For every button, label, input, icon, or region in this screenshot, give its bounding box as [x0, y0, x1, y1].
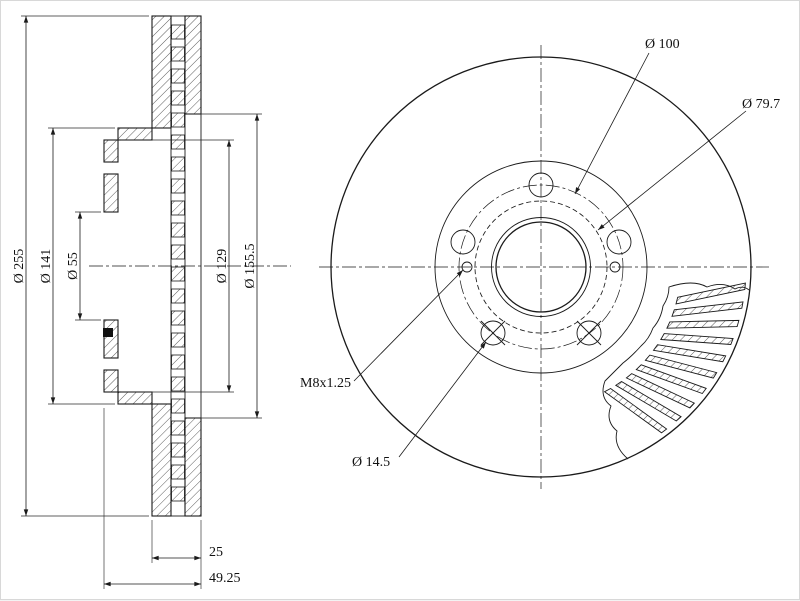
bolt-hole-top [528, 172, 554, 198]
bore-chamfer-circle [491, 217, 591, 317]
cross-mark [480, 320, 506, 346]
front-view: Ø 100 Ø 79.7 M8x1.25 Ø 14.5 [300, 37, 780, 489]
cutaway-torn-edge [602, 282, 750, 460]
dim-thickness-label: 25 [209, 545, 223, 560]
vane-segment [666, 319, 740, 329]
dim-outer-diameter-label: Ø 255 [12, 249, 27, 284]
dim-hat-outer-label: Ø 141 [39, 249, 54, 284]
section-dimension-lines [23, 15, 260, 587]
outer-rim-circle [330, 56, 752, 478]
vane-segment [644, 354, 718, 379]
mount-face-3 [103, 319, 119, 359]
dim-overall-height-label: 49.25 [209, 571, 241, 586]
mount-face-1 [103, 139, 119, 163]
cross-mark [576, 320, 602, 346]
right-plate-bottom [184, 417, 202, 517]
section-extension-lines [21, 15, 262, 589]
left-plate-bottom [151, 403, 172, 517]
dim-friction-inner-label: Ø 155.5 [243, 243, 258, 288]
vane-segment [635, 364, 707, 395]
service-hole-right [609, 261, 621, 273]
vane-segment [652, 344, 727, 363]
bolt-circle [458, 184, 624, 350]
section-view: Ø 255 Ø 141 Ø 55 Ø 129 Ø 155.5 25 49.25 [12, 15, 291, 589]
register-circle [474, 200, 608, 334]
dim-register-label: Ø 79.7 [742, 97, 780, 112]
ventilation-vanes [603, 282, 746, 434]
dim-center-bore-label: Ø 55 [66, 252, 81, 280]
dim-hat-inner-label: Ø 129 [215, 249, 230, 284]
bolt-hole-upper-left [450, 229, 476, 255]
hat-wall-bottom [117, 391, 153, 405]
bolt-holes [450, 172, 632, 346]
vane-segment [675, 282, 746, 305]
right-plate-top [184, 15, 202, 115]
hat-circle [434, 160, 648, 374]
bolt-hole-upper-right [606, 229, 632, 255]
service-hole-left [461, 261, 473, 273]
hat-wall-top [117, 127, 153, 141]
center-bore-circle [495, 221, 587, 313]
bolt-hole-lower-left [480, 320, 506, 346]
thread-spec-label: M8x1.25 [300, 376, 351, 391]
front-leaders [353, 52, 747, 458]
section-vane-blocks [171, 24, 185, 502]
face-detail-plug [103, 328, 113, 337]
bolt-hole-lower-right [576, 320, 602, 346]
vane-segment [614, 380, 682, 422]
mount-face-2 [103, 173, 119, 213]
dim-bolt-circle-label: Ø 100 [645, 37, 680, 52]
vane-segment [660, 333, 734, 345]
dim-bolt-hole-label: Ø 14.5 [352, 455, 390, 470]
mount-face-4 [103, 369, 119, 393]
vane-segment [603, 387, 668, 434]
vane-segment [625, 373, 696, 409]
vane-segment [671, 301, 744, 317]
left-plate-top [151, 15, 172, 129]
